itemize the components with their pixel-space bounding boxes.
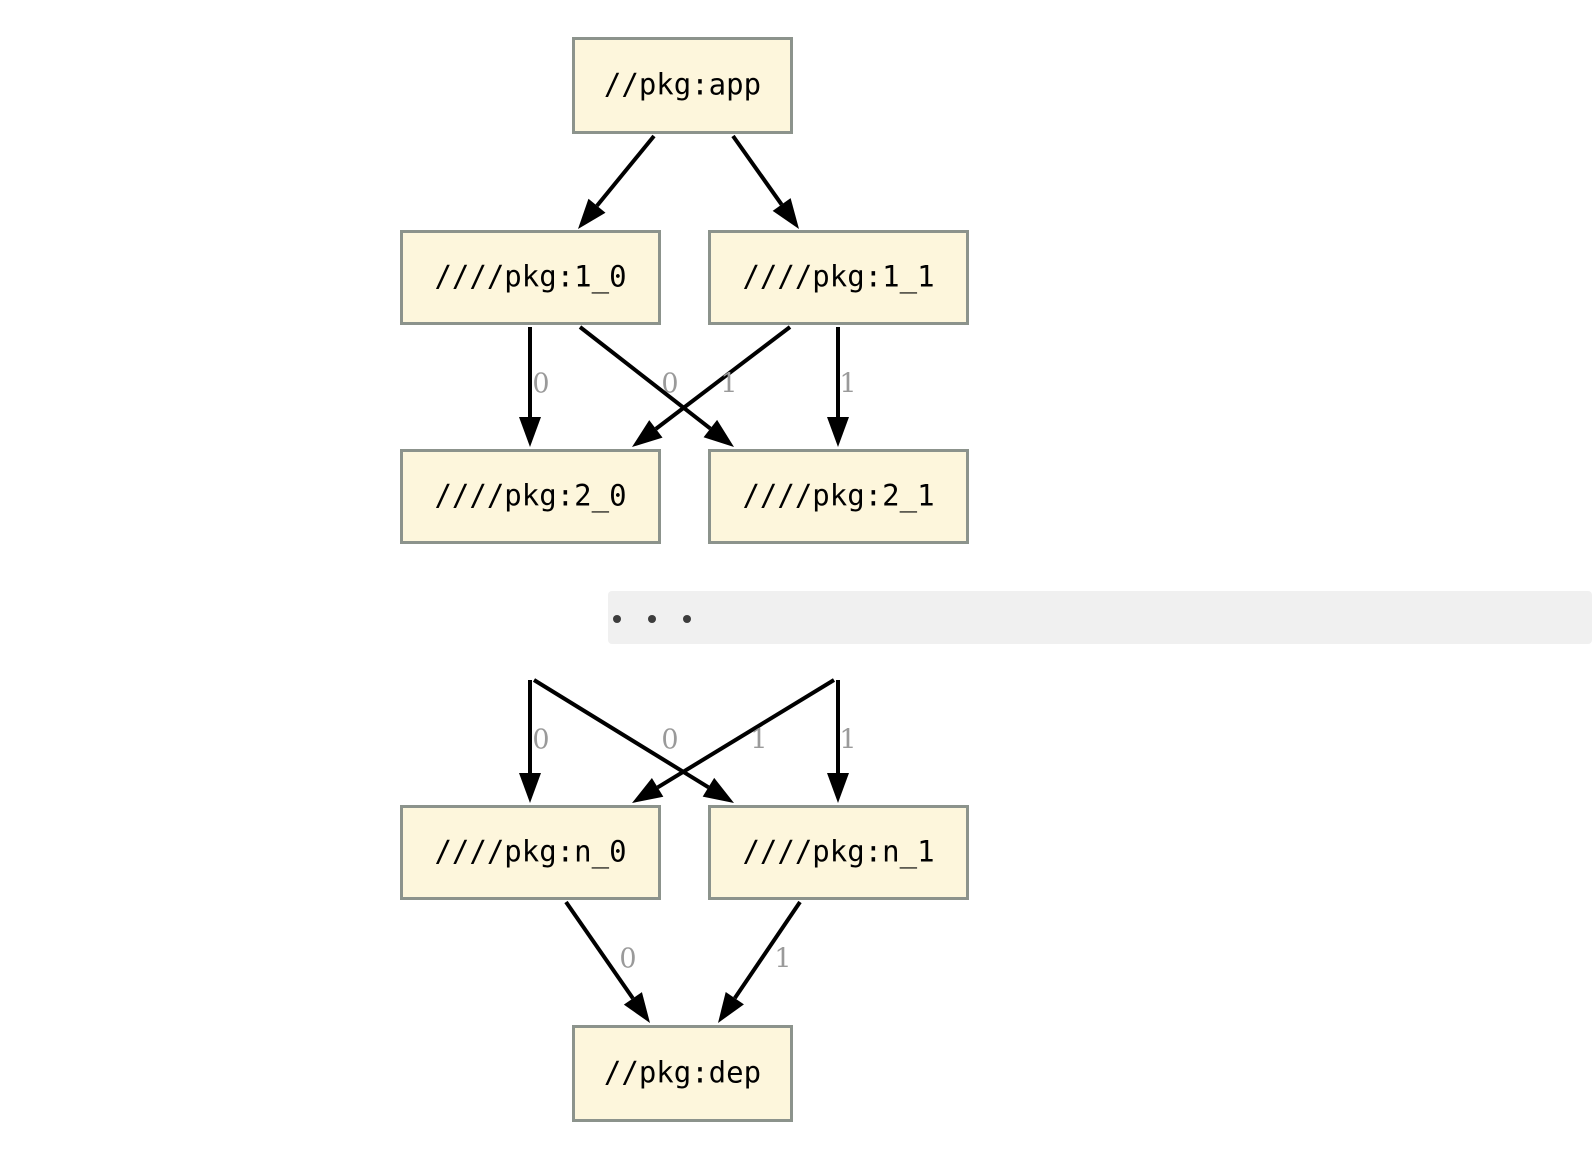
graph-node-app[interactable]: //pkg:app (572, 37, 793, 134)
edge-arrowhead (718, 991, 744, 1023)
node-label: ////pkg:1_0 (434, 260, 626, 295)
graph-node-l2_0[interactable]: ////pkg:2_0 (400, 449, 661, 544)
edge-line (532, 678, 710, 789)
edge-label: 0 (661, 725, 678, 756)
edge-arrowhead (578, 198, 606, 229)
edge-line (656, 678, 836, 790)
edge-label: 0 (619, 944, 636, 975)
node-box[interactable] (400, 230, 661, 325)
edge-label: 1 (839, 725, 856, 756)
node-box[interactable] (708, 449, 969, 544)
edge-arrowhead (702, 777, 734, 803)
node-label: ////pkg:n_1 (742, 835, 934, 870)
edge-arrowhead (772, 198, 799, 229)
ellipsis-dot (613, 615, 621, 623)
edge-arrowhead (703, 419, 734, 447)
edge-label: 1 (839, 369, 856, 400)
edge-label: 1 (774, 944, 791, 975)
ellipsis-dot (648, 615, 656, 623)
node-layer: //pkg:app ////pkg:1_0 ////pkg:1_1 ////pkg:2… (400, 37, 969, 1122)
edge-arrowhead (827, 417, 849, 447)
edge-arrowhead (623, 992, 650, 1023)
graph-node-l1_1[interactable]: ////pkg:1_1 (708, 230, 969, 325)
edge-label: 0 (532, 369, 549, 400)
node-label: //pkg:dep (604, 1056, 761, 1090)
edge-layer (519, 134, 849, 1023)
edge-label: 0 (661, 369, 678, 400)
ellipsis-dot (683, 615, 691, 623)
edge-line (578, 325, 712, 431)
edge-line (731, 134, 784, 206)
node-box[interactable] (708, 805, 969, 900)
edge-line (733, 900, 802, 1000)
edge-label: 0 (532, 725, 549, 756)
edge-line (654, 325, 792, 431)
node-box[interactable] (572, 1025, 793, 1122)
graph-node-l2_1[interactable]: ////pkg:2_1 (708, 449, 969, 544)
edge-label: 1 (750, 725, 767, 756)
node-label: ////pkg:1_1 (742, 260, 934, 295)
node-label: //pkg:app (604, 68, 761, 102)
node-label: ////pkg:2_1 (742, 479, 934, 514)
node-label: ////pkg:n_0 (434, 835, 626, 870)
graph-node-l1_0[interactable]: ////pkg:1_0 (400, 230, 661, 325)
edge-line (564, 900, 635, 1000)
edge-arrowhead (519, 773, 541, 803)
edge-label-layer: 0 0 1 1 0 0 1 1 0 1 (532, 369, 856, 975)
node-label: ////pkg:2_0 (434, 479, 626, 514)
graph-node-ln_0[interactable]: ////pkg:n_0 (400, 805, 661, 900)
ellipsis-band (608, 591, 1592, 644)
graph-node-dep[interactable]: //pkg:dep (572, 1025, 793, 1122)
node-box[interactable] (708, 230, 969, 325)
node-box[interactable] (400, 805, 661, 900)
edge-line (595, 134, 656, 208)
edge-arrowhead (827, 773, 849, 803)
edge-label: 1 (720, 369, 737, 400)
edge-arrowhead (632, 778, 664, 803)
node-box[interactable] (572, 37, 793, 134)
node-box[interactable] (400, 449, 661, 544)
graph-node-ln_1[interactable]: ////pkg:n_1 (708, 805, 969, 900)
edge-arrowhead (632, 420, 663, 447)
edge-arrowhead (519, 417, 541, 447)
ellipsis-separator (608, 591, 1592, 644)
